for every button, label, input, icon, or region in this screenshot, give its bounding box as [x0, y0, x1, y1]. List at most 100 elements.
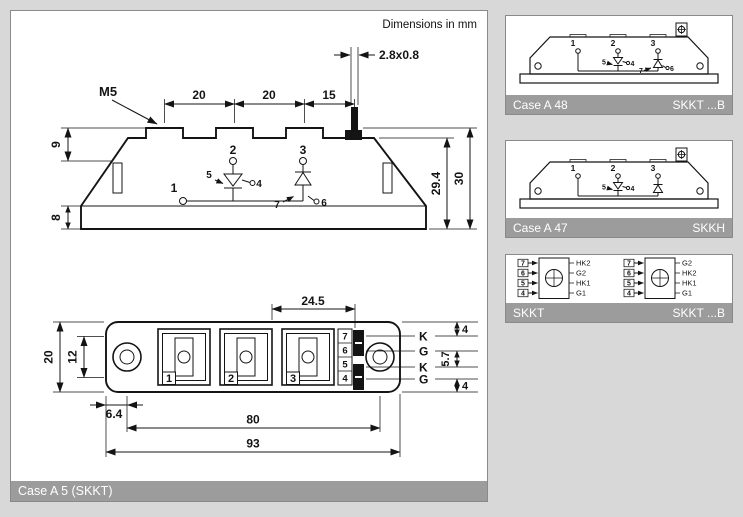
pinout-group-right: 7 6 5 4 G2 HK2 HK1 G1	[623, 257, 697, 299]
module-front-outline	[529, 161, 709, 200]
left-hole	[534, 187, 542, 195]
dim-12: 12	[66, 350, 80, 364]
connector-body	[538, 257, 570, 299]
dim-20a: 20	[192, 88, 206, 102]
dim-80: 80	[246, 413, 260, 427]
thyristor2-symbol	[294, 171, 312, 186]
dim-93: 93	[246, 437, 260, 451]
case-a47-caption-bar: Case A 47 SKKH	[506, 218, 732, 237]
terminal2-label: 2	[230, 143, 237, 157]
mini-circuit: 1 2 3 5 4 7 6	[571, 38, 674, 75]
a48-pin7-label: 7	[639, 68, 643, 75]
left-label-g2: G2	[576, 269, 586, 278]
baseplate	[519, 73, 719, 84]
a48-pin5-label: 5	[602, 60, 606, 67]
dim-30: 30	[452, 172, 466, 186]
dim-20: 20	[42, 350, 56, 364]
label-k1: K	[419, 330, 428, 344]
terminal-block-2: 2	[219, 328, 273, 386]
case-a48-drawing: 1 2 3 5 4 7 6	[519, 22, 719, 84]
dim-9: 9	[49, 141, 63, 148]
a47-terminal2-label: 2	[611, 163, 616, 173]
right-mounting-hole	[365, 342, 395, 372]
terminal2-node	[229, 157, 237, 165]
mini-circuit: 1 2 3 5 4	[571, 163, 664, 197]
top-pin7-label: 7	[342, 332, 347, 343]
top-view: 1 2 3	[42, 294, 478, 457]
left-hole	[534, 62, 542, 70]
side-view-dimensions: 20 20 15 M5 2.8x0.8 9 8	[49, 47, 477, 230]
fast-on-tab	[351, 107, 358, 130]
right-mounting-slot	[382, 162, 393, 194]
terminal3-node	[299, 157, 307, 165]
terminal-block-1: 1	[157, 328, 211, 386]
fast-on-tab-base	[345, 130, 362, 140]
label-g2: G	[419, 373, 428, 387]
right-hole	[696, 62, 704, 70]
module-front-outline	[529, 36, 709, 75]
terminal3-label: 3	[300, 143, 307, 157]
right-label-hk2: HK2	[682, 269, 697, 278]
case-a47-caption-right: SKKH	[692, 220, 725, 235]
left-mounting-slot	[112, 162, 123, 194]
circuit-diagram: 1 2 3 5 4 7 6	[171, 143, 328, 211]
a47-terminal3-label: 3	[651, 163, 656, 173]
right-label-g2: G2	[682, 259, 692, 268]
side-view: 1 2 3 5 4 7 6 20 20 15 M5	[49, 47, 477, 230]
top-terminal2-label: 2	[228, 373, 234, 385]
top-terminal3-label: 3	[290, 373, 296, 385]
left-pin7: 7	[521, 261, 525, 268]
right-pin4: 4	[627, 291, 631, 298]
a48-tab-symbol	[675, 22, 688, 37]
left-label-hk2: HK2	[576, 259, 591, 268]
a48-terminal2-label: 2	[611, 38, 616, 48]
left-pin5: 5	[521, 281, 525, 288]
dim-4-top: 4	[462, 324, 469, 336]
a47-pin4-label: 4	[631, 186, 635, 193]
dim-tab: 2.8x0.8	[379, 48, 419, 62]
dim-5-7: 5.7	[440, 351, 452, 366]
dim-15: 15	[322, 88, 336, 102]
pin5-label: 5	[206, 170, 212, 181]
pin4-label: 4	[256, 179, 262, 190]
left-pin6: 6	[521, 271, 525, 278]
pin4-node	[249, 180, 256, 186]
dim-4-bottom: 4	[462, 381, 469, 393]
right-pin7: 7	[627, 261, 631, 268]
pin6-node	[313, 198, 320, 205]
dim-29-4: 29.4	[429, 171, 443, 195]
dim-24-5: 24.5	[301, 294, 325, 308]
module-side-outline	[80, 127, 427, 230]
thread-callout-m5: M5	[99, 84, 117, 99]
a48-pin4-label: 4	[631, 61, 635, 68]
left-label-hk1: HK1	[576, 279, 591, 288]
skkt-caption-left: SKKT	[513, 305, 545, 320]
connector-body	[644, 257, 676, 299]
case-a48-caption-right: SKKT ...B	[672, 97, 725, 112]
top-terminal1-label: 1	[166, 373, 172, 385]
a47-tab-symbol	[675, 147, 688, 162]
panel-case-a47: 1 2 3 5 4 Case A 47 SKKH	[505, 140, 733, 238]
skkt-caption-bar: SKKT SKKT ...B	[506, 303, 732, 322]
thyristor1-symbol	[223, 173, 243, 187]
left-pin4: 4	[521, 291, 525, 298]
top-view-dimensions: 24.5 20 12 6.4 80 93	[42, 294, 478, 457]
right-pin5: 5	[627, 281, 631, 288]
module-top-outline	[105, 321, 401, 393]
left-mounting-hole	[112, 342, 142, 372]
kg-labels: K G K G	[366, 330, 428, 387]
label-k2: K	[419, 361, 428, 375]
case-a48-caption-bar: Case A 48 SKKT ...B	[506, 95, 732, 114]
a47-terminal1-label: 1	[571, 163, 576, 173]
case-a47-caption-left: Case A 47	[513, 220, 568, 235]
main-caption: Case A 5 (SKKT)	[18, 484, 113, 498]
dim-8: 8	[49, 214, 63, 221]
right-pin6: 6	[627, 271, 631, 278]
terminal-block-3: 3	[281, 328, 335, 386]
right-hole	[696, 187, 704, 195]
gate5-arrow	[214, 178, 224, 184]
panel-skkt-pinout: 7 6 5 4 HK2 G2 HK1 G1 7	[505, 254, 733, 323]
a48-terminal1-label: 1	[571, 38, 576, 48]
dim-6-4: 6.4	[106, 407, 123, 421]
panel-case-a48: 1 2 3 5 4 7 6 Case A 48 SKKT ...B	[505, 15, 733, 115]
